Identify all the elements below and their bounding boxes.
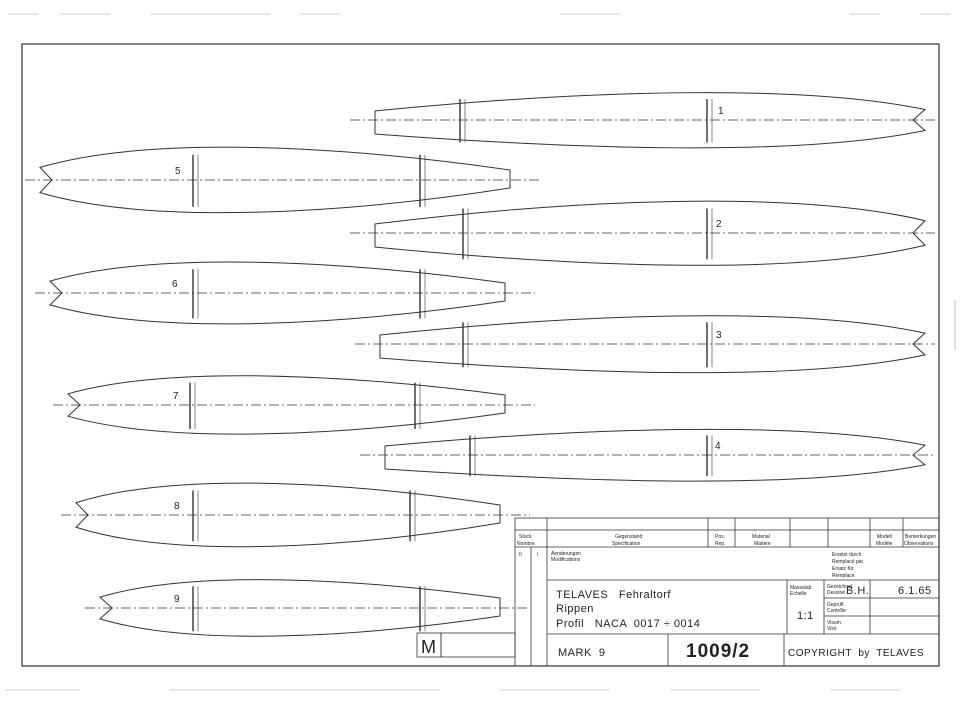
rib-6: 6 [35,261,535,325]
header-nombre: Nombre [517,541,535,547]
model-line: MARK 9 [558,647,606,659]
header-matiere: Matière [754,541,771,547]
rib-outline [49,261,506,325]
drawn-by: B.H. [846,585,869,597]
rib-group: 1 2 3 4 5 6 7 8 9 [25,92,935,637]
rib-number: 3 [716,330,722,341]
header-specification: Spécification [612,541,641,547]
rib-outline [39,146,511,214]
header-gegenstand: Gegenstand [615,534,642,540]
rib-5: 5 [25,146,540,214]
profile-line: Profil NACA 0017 ÷ 0014 [556,618,700,630]
mark-letter: M [421,637,436,657]
rib-3: 3 [355,315,935,374]
header-rep: Rep. [715,541,726,547]
part-line: Rippen [556,603,594,615]
rib-number: 5 [175,166,181,177]
sig-dessine: Dessiné [827,590,845,596]
rib-number: 8 [174,501,180,512]
approval-ersatz: Ersatz für [832,566,854,572]
revision-col2: I [537,552,538,558]
rib-number: 4 [715,441,721,452]
rib-outline [374,92,927,149]
approval-remplace-pour: Remplace [832,573,855,579]
scale-label-fr: Echelle [790,591,807,597]
rib-8: 8 [61,482,530,548]
scale-label-de: Massstab [790,585,812,591]
rib-number: 7 [173,391,179,402]
header-observations: Observations [904,541,934,547]
rib-number: 9 [174,594,180,605]
revision-col1: II [519,552,522,558]
copyright: COPYRIGHT by TELAVES [788,648,924,659]
revision-aenderungen: Aenderungen [551,551,581,557]
rib-2: 2 [350,200,935,266]
rib-outline [384,428,927,482]
rib-4: 4 [360,428,935,482]
rib-outline [67,375,506,435]
sig-controle: Contrôle [827,608,846,614]
mark-box: M [416,632,516,658]
sig-vise: Visé [827,626,837,632]
company-line: TELAVES Fehraltorf [556,589,671,601]
rib-1: 1 [350,92,935,149]
header-bemerkungen: Bemerkungen [905,534,936,540]
scale-value: 1:1 [797,610,814,622]
rib-outline [379,315,927,374]
title-block-text: Stück Nombre Gegenstand Spécification Po… [517,534,936,662]
rib-number: 1 [718,106,724,117]
rib-outline [99,579,501,637]
sheet-border [21,43,940,667]
scan-artifacts [5,13,956,691]
rib-outline [75,482,501,548]
header-modele: Modèle [876,541,893,547]
rib-number: 6 [172,279,178,290]
header-pos: Pos. [715,534,725,540]
drawing-number: 1009/2 [686,641,750,662]
drawn-date: 6.1.65 [898,585,932,597]
rib-outline [374,200,926,266]
header-material: Material [752,534,770,540]
rib-number: 2 [716,219,722,230]
header-stueck: Stück [519,534,532,540]
header-modell: Modell [877,534,892,540]
rib-9: 9 [85,579,530,637]
rib-7: 7 [53,375,535,435]
revision-modifications: Modifications [551,557,581,563]
title-block [514,517,940,667]
approval-remplace: Remplacé par [832,559,863,565]
sig-gezeichnet: Gezeichnet [827,584,853,590]
approval-ersetzt: Ersetzt durch [832,552,862,558]
sig-visum: Visum [827,620,841,626]
sig-geprueft: Geprüft [827,602,844,608]
